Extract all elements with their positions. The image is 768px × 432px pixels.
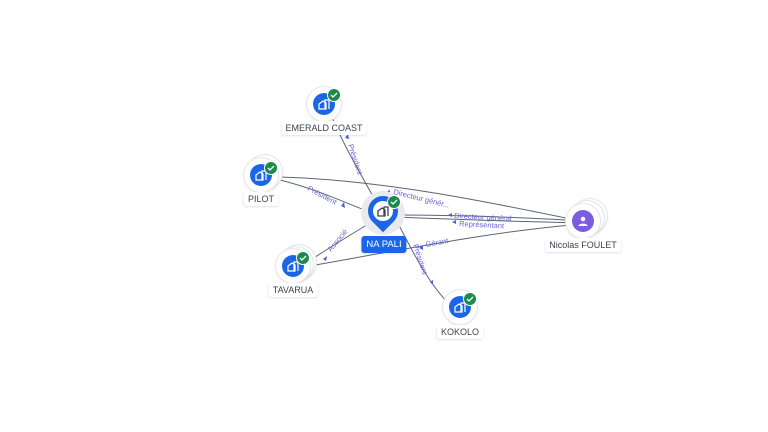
arrow-icon <box>419 245 423 250</box>
svg-text:Président: Président <box>306 184 339 207</box>
edge-pilot-foulet <box>279 176 586 223</box>
node-label: TAVARUA <box>268 283 318 297</box>
edge-tavarua-foulet <box>309 223 586 267</box>
node-label: EMERALD COAST <box>281 121 367 135</box>
arrow-icon <box>452 220 456 224</box>
edge-label-emerald-president: Président <box>346 143 365 177</box>
verified-check-icon <box>296 251 310 265</box>
edge-label-pilot-president: Président <box>306 184 339 207</box>
verified-check-icon <box>463 292 477 306</box>
edge-napali-foulet-2 <box>394 216 586 224</box>
svg-text:Président: Président <box>346 143 365 177</box>
node-label: NA PALI <box>361 236 407 253</box>
svg-text:Associé: Associé <box>326 227 350 253</box>
edge-label-associe: Associé <box>326 227 350 253</box>
building-icon <box>377 206 389 217</box>
edge-label-gerant: Gérant <box>425 236 450 249</box>
node-label: KOKOLO <box>436 325 484 339</box>
arrow-icon <box>323 256 327 261</box>
arrow-icon <box>430 280 433 285</box>
edge-label-directeur-general: Directeur général <box>454 211 512 223</box>
node-label: PILOT <box>243 192 279 206</box>
verified-check-icon <box>327 88 341 102</box>
verified-check-icon <box>264 161 278 175</box>
person-icon <box>572 210 594 232</box>
edge-label-representant: Représentant <box>459 219 505 230</box>
arrow-icon <box>341 202 345 208</box>
node-label: Nicolas FOULET <box>545 238 621 252</box>
verified-check-icon <box>387 195 401 209</box>
arrow-icon <box>345 134 349 139</box>
arrow-icon <box>448 213 452 217</box>
edge-napali-foulet-1 <box>394 214 586 222</box>
